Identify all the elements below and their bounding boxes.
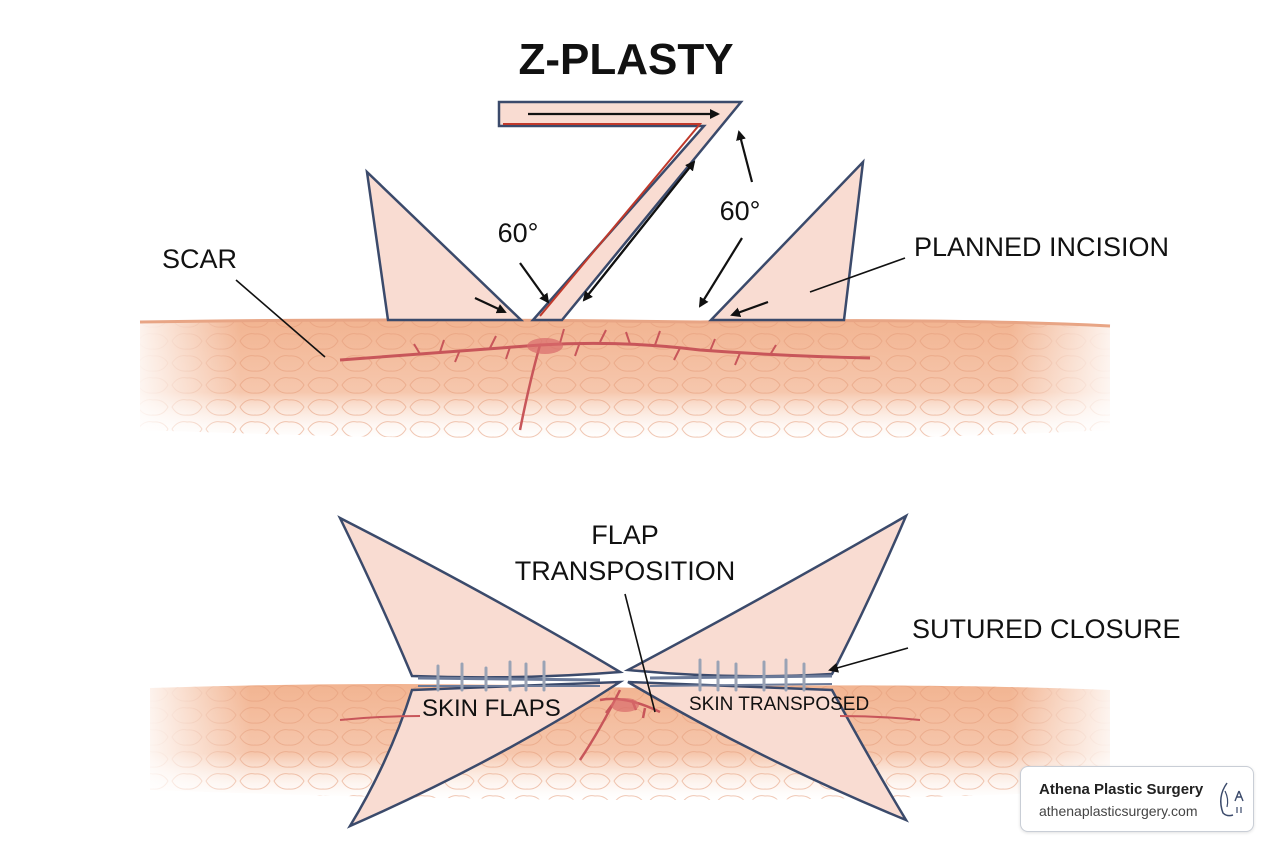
label-skin-flaps: SKIN FLAPS xyxy=(422,695,561,722)
top-skin-band xyxy=(120,300,1130,460)
z-incision-shape xyxy=(497,100,744,322)
scar-line-bottom-left xyxy=(339,715,421,721)
bottom-right-upper-flap xyxy=(623,513,909,678)
athena-logo-icon xyxy=(1220,782,1244,817)
scar-line-top xyxy=(339,328,871,431)
brand-badge: Athena Plastic Surgery athenaplasticsurg… xyxy=(1020,766,1254,832)
badge-url: athenaplasticsurgery.com xyxy=(1039,803,1198,819)
label-angle-right: 60° xyxy=(720,196,761,226)
leader-lines-top xyxy=(235,257,906,358)
label-skin-transposed: SKIN TRANSPOSED xyxy=(689,694,869,715)
scar-line-bottom-right xyxy=(839,715,921,721)
label-scar: SCAR xyxy=(162,244,237,274)
scar-center-blob xyxy=(611,698,639,712)
label-transposition: TRANSPOSITION xyxy=(515,556,736,586)
z-incision-red-line xyxy=(503,123,703,317)
leader-lines-bottom xyxy=(624,593,909,713)
bottom-left-upper-flap xyxy=(337,515,624,679)
label-angle-left: 60° xyxy=(498,218,539,248)
top-right-triangle-flap xyxy=(708,158,865,322)
badge-name: Athena Plastic Surgery xyxy=(1039,781,1204,798)
diagram-title: Z-PLASTY xyxy=(518,35,733,84)
top-left-triangle-flap xyxy=(365,168,525,322)
direction-arrows xyxy=(474,109,769,317)
label-planned-incision: PLANNED INCISION xyxy=(914,232,1169,262)
suture-line-left xyxy=(417,660,601,692)
suture-line-right xyxy=(649,658,833,692)
label-flap: FLAP xyxy=(591,520,659,550)
label-sutured-closure: SUTURED CLOSURE xyxy=(912,614,1181,644)
